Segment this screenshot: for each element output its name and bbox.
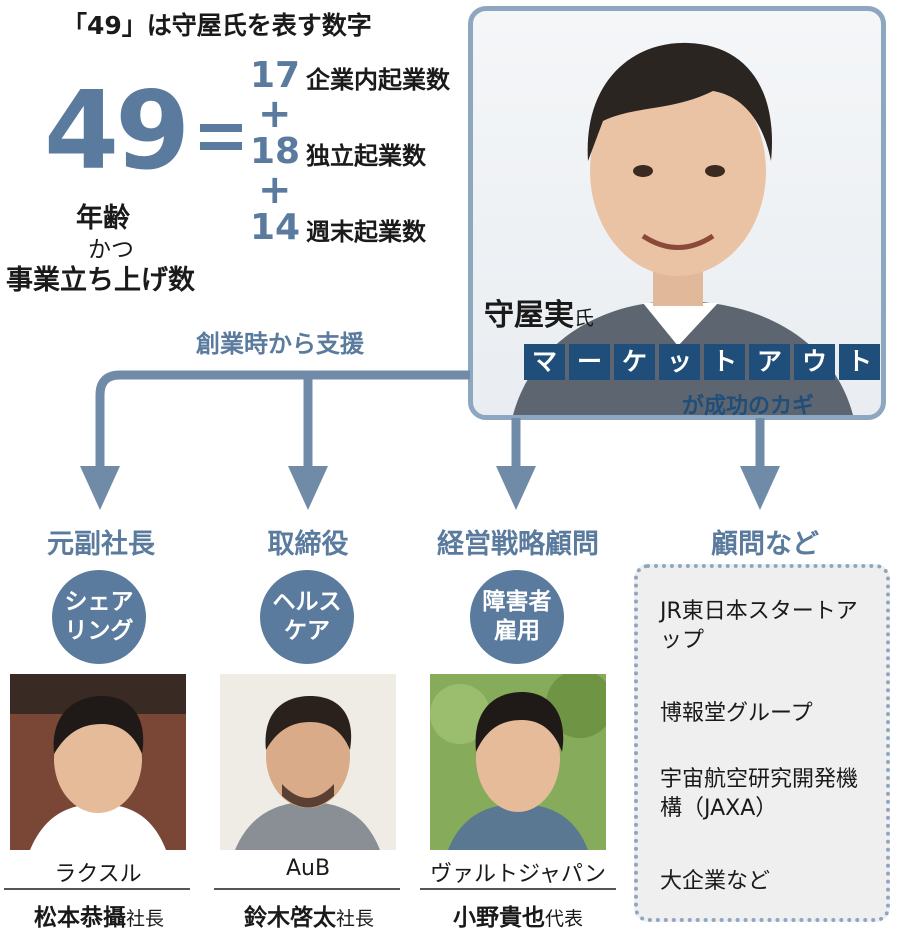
person-photo-3 bbox=[430, 674, 606, 850]
badge-sharing: シェア リング bbox=[52, 570, 146, 664]
separator-line bbox=[4, 888, 190, 890]
badge-healthcare: ヘルス ケア bbox=[260, 570, 354, 664]
age-label: 年齢 bbox=[76, 203, 130, 234]
market-out-char: ッ bbox=[659, 344, 700, 380]
separator-line bbox=[420, 888, 616, 890]
person-photo-2 bbox=[220, 674, 396, 850]
market-out-char: マ bbox=[524, 344, 565, 380]
and-label: かつ bbox=[88, 237, 134, 263]
arrow-head-3 bbox=[496, 466, 536, 510]
breakdown-label-3: 週末起業数 bbox=[306, 218, 426, 246]
role-label-1: 元副社長 bbox=[47, 529, 155, 560]
breakdown-label-1: 企業内起業数 bbox=[306, 66, 450, 94]
equals-sign bbox=[200, 118, 242, 158]
company-name-2: AuB bbox=[285, 856, 331, 881]
company-name-1: ラクスル bbox=[54, 862, 142, 887]
breakdown-value-1: 17 bbox=[250, 55, 301, 96]
market-out-banner: マ ー ケ ッ ト ア ウ ト bbox=[524, 344, 880, 380]
count-label: 事業立ち上げ数 bbox=[6, 265, 195, 296]
breakdown-label-2: 独立起業数 bbox=[306, 142, 426, 170]
advisor-item-3: 宇宙航空研究開発機構（JAXA） bbox=[660, 767, 859, 821]
connector-arrows bbox=[80, 370, 780, 510]
advisor-list-box bbox=[634, 564, 890, 922]
advisor-item-1: JR東日本スタートアップ bbox=[660, 599, 858, 653]
market-out-char: ー bbox=[569, 344, 610, 380]
role-label-4: 顧問など bbox=[711, 529, 819, 560]
person-name-1: 松本恭攝社長 bbox=[33, 905, 164, 931]
main-person-name: 守屋実氏 bbox=[484, 298, 594, 333]
advisor-item-4: 大企業など bbox=[660, 869, 771, 894]
market-out-char: ア bbox=[749, 344, 790, 380]
breakdown-value-2: 18 bbox=[250, 131, 301, 172]
market-out-char: ト bbox=[839, 344, 880, 380]
arrow-head-1 bbox=[80, 466, 120, 510]
plus-sign-2: + bbox=[258, 167, 292, 213]
big-number: 49 bbox=[44, 69, 190, 194]
badge-disability-employment: 障害者 雇用 bbox=[470, 570, 564, 664]
success-key-text: が成功のカギ bbox=[682, 394, 815, 419]
market-out-char: ケ bbox=[614, 344, 655, 380]
role-label-3: 経営戦略顧問 bbox=[437, 529, 599, 560]
company-name-3: ヴァルトジャパン bbox=[429, 862, 606, 887]
diagram-title: 「49」は守屋氏を表す数字 bbox=[62, 11, 372, 40]
market-out-char: ウ bbox=[794, 344, 835, 380]
person-photo-1 bbox=[10, 674, 186, 850]
person-name-2: 鈴木啓太社長 bbox=[243, 905, 374, 931]
role-label-2: 取締役 bbox=[267, 529, 349, 560]
main-person-photo bbox=[468, 6, 886, 420]
plus-sign-1: + bbox=[258, 91, 292, 137]
support-label: 創業時から支援 bbox=[196, 330, 364, 358]
breakdown-value-3: 14 bbox=[250, 207, 301, 248]
market-out-char: ト bbox=[704, 344, 745, 380]
portrait-illustration bbox=[513, 42, 853, 415]
person-name-3: 小野貴也代表 bbox=[452, 905, 583, 931]
arrow-head-4 bbox=[740, 466, 780, 510]
advisor-item-2: 博報堂グループ bbox=[660, 701, 813, 726]
arrow-head-2 bbox=[288, 466, 328, 510]
separator-line bbox=[214, 888, 400, 890]
